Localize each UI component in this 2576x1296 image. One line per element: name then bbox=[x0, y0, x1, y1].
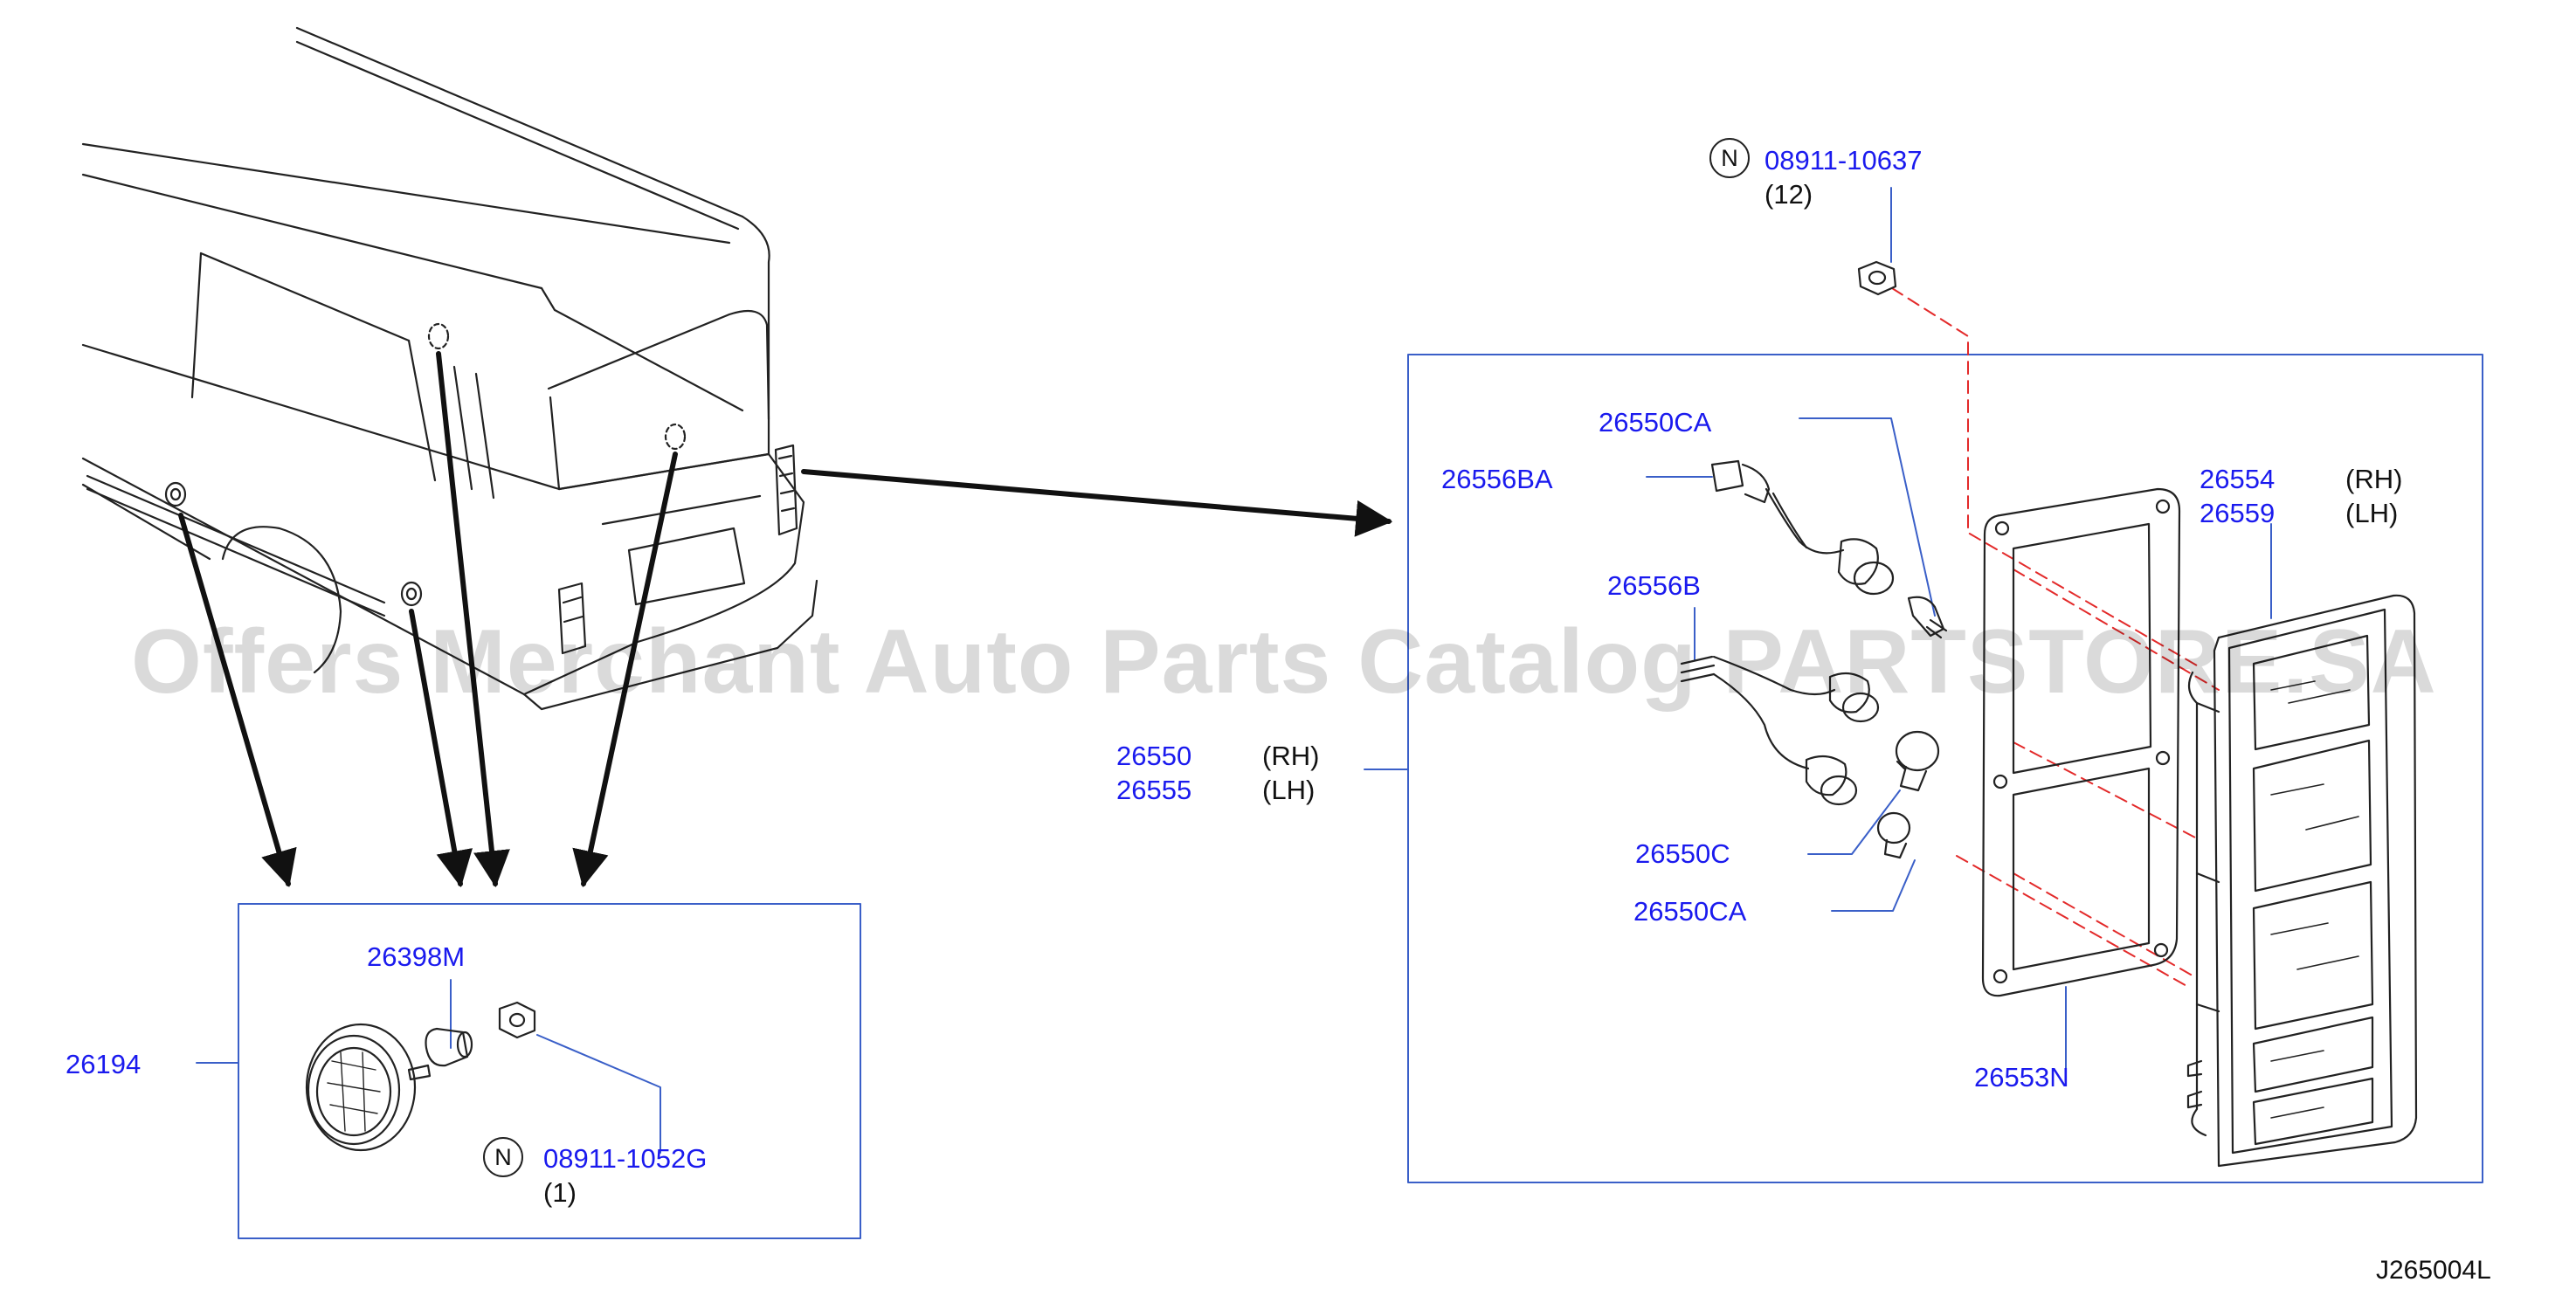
part-26556b: 26556B bbox=[1607, 570, 1701, 601]
part-08911-1052g: 08911-1052G bbox=[543, 1143, 708, 1174]
callout-lines bbox=[196, 187, 2272, 1154]
part-26550c: 26550C bbox=[1635, 838, 1730, 869]
harness-lower bbox=[1680, 655, 1940, 859]
van-body bbox=[81, 26, 818, 711]
part-26559: 26559 bbox=[2200, 498, 2276, 528]
lh-label-26559: (LH) bbox=[2345, 498, 2399, 528]
part-26554: 26554 bbox=[2200, 464, 2276, 494]
part-26550ca-top: 26550CA bbox=[1599, 407, 1712, 438]
qty-bottom-nut: (1) bbox=[543, 1177, 577, 1208]
part-26553n: 26553N bbox=[1974, 1062, 2069, 1093]
part-26398m: 26398M bbox=[367, 941, 466, 972]
part-26555: 26555 bbox=[1116, 775, 1192, 805]
rh-label-26550: (RH) bbox=[1262, 741, 1320, 771]
diagram-id: J265004L bbox=[2376, 1256, 2491, 1285]
side-marker-box bbox=[238, 903, 861, 1239]
pointer-arrows bbox=[178, 351, 1393, 888]
qty-top-nut: (12) bbox=[1765, 179, 1813, 210]
n-badge-bottom: N bbox=[483, 1137, 523, 1177]
watermark: Offers Merchant Auto Parts Catalog PARTS… bbox=[131, 611, 2437, 713]
n-badge-top: N bbox=[1709, 138, 1750, 178]
lh-label-26555: (LH) bbox=[1262, 775, 1316, 805]
part-26194: 26194 bbox=[66, 1049, 142, 1079]
tail-lamp-26554 bbox=[2186, 594, 2418, 1168]
part-26550ca-bottom: 26550CA bbox=[1633, 896, 1747, 927]
part-08911-10637: 08911-10637 bbox=[1765, 145, 1923, 176]
tail-lamp-box bbox=[1407, 354, 2483, 1183]
gasket-26553n bbox=[1981, 487, 2181, 997]
rh-label-26554: (RH) bbox=[2345, 464, 2403, 494]
part-26550: 26550 bbox=[1116, 741, 1192, 771]
hex-nut-top bbox=[1857, 260, 1897, 296]
part-26556ba: 26556BA bbox=[1441, 464, 1553, 494]
side-marker-parts bbox=[305, 1001, 536, 1152]
harness-upper bbox=[1710, 459, 1948, 639]
